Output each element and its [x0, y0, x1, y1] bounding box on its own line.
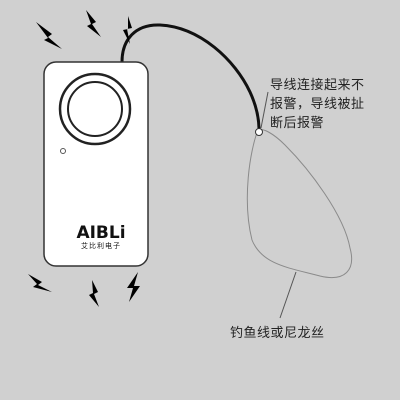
brand-logo: AIBLi: [76, 223, 126, 243]
wire-note-leader: [260, 91, 269, 129]
line-note: 钓鱼线或尼龙丝: [230, 326, 325, 341]
wire-note: 导线连接起来不 报警，导线被扯 断后报警: [270, 76, 398, 133]
wire-icon: [120, 23, 261, 132]
fishing-line-loop-icon: [246, 129, 353, 278]
led-indicator-icon: [60, 148, 66, 154]
line-note-leader: [279, 271, 297, 319]
alarm-device-icon: [43, 61, 149, 267]
wire-note-line-3: 断后报警: [270, 116, 325, 131]
lightning-bolt-icon: [28, 10, 140, 307]
device-brand: AIBLi 艾比利电子: [66, 224, 136, 251]
brand-subtitle: 艾比利电子: [81, 242, 121, 250]
wire-note-line-1: 导线连接起来不: [270, 78, 365, 93]
wire-note-line-2: 报警，导线被扯: [270, 97, 365, 112]
wire-end-icon: [255, 128, 263, 136]
